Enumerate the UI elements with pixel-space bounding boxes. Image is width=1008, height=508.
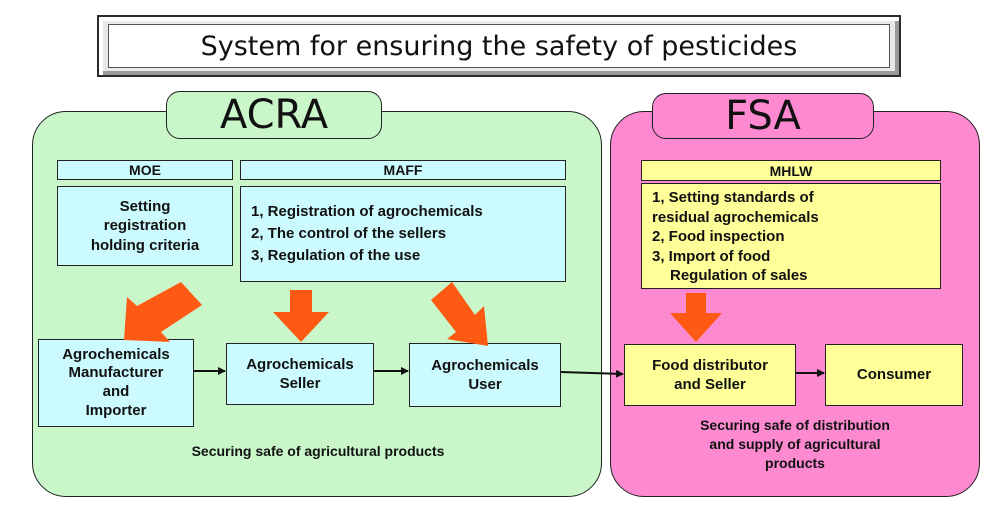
- user-line: User: [468, 376, 502, 393]
- fsa-caption-line: products: [765, 454, 825, 471]
- fsa-caption-line: Securing safe of distribution: [700, 417, 890, 433]
- mhlw-line: residual agrochemicals: [652, 208, 819, 226]
- manufacturer-line: Manufacturer: [68, 364, 164, 382]
- mhlw-line: 3, Import of food: [652, 247, 771, 265]
- manufacturer-line: Agrochemicals: [62, 345, 170, 363]
- mhlw-box: 1, Setting standards of residual agroche…: [641, 183, 941, 289]
- manufacturer-box: Agrochemicals Manufacturer and Importer: [38, 339, 194, 427]
- distributor-line: and Seller: [674, 376, 746, 393]
- mhlw-line: 2, Food inspection: [652, 228, 785, 245]
- manufacturer-line: Importer: [85, 401, 147, 419]
- moe-box: Setting registration holding criteria: [57, 186, 233, 266]
- distributor-box: Food distributor and Seller: [624, 344, 796, 406]
- mhlw-line: Regulation of sales: [670, 267, 808, 284]
- consumer-box: Consumer: [825, 344, 963, 406]
- acra-label: ACRA: [166, 91, 382, 139]
- acra-caption: Securing safe of agricultural products: [191, 443, 445, 459]
- maff-down-arrow-center: [273, 290, 329, 342]
- moe-header: MOE: [57, 160, 233, 180]
- arrow-user-to-distributor: [560, 369, 624, 378]
- moe-line: holding criteria: [90, 236, 200, 254]
- mhlw-down-arrow: [670, 293, 722, 342]
- seller-line: Agrochemicals: [246, 355, 354, 373]
- seller-box: Agrochemicals Seller: [226, 343, 374, 405]
- fsa-caption: Securing safe of distribution and supply…: [612, 416, 978, 473]
- manufacturer-line: and: [102, 383, 130, 400]
- user-line: Agrochemicals: [431, 356, 539, 374]
- mhlw-line: 1, Setting standards of: [652, 189, 814, 206]
- fsa-caption-line: and supply of agricultural: [709, 435, 881, 452]
- moe-line: registration: [103, 217, 187, 235]
- maff-item: 3, Regulation of the use: [251, 246, 421, 264]
- maff-item: 1, Registration of agrochemicals: [251, 203, 483, 220]
- user-box: Agrochemicals User: [409, 343, 561, 407]
- seller-line: Seller: [279, 375, 321, 392]
- fsa-label: FSA: [652, 93, 874, 139]
- moe-down-arrow: [124, 282, 202, 342]
- page-title: System for ensuring the safety of pestic…: [108, 24, 890, 68]
- moe-line: Setting: [119, 197, 171, 215]
- distributor-line: Food distributor: [652, 356, 768, 374]
- maff-header: MAFF: [240, 160, 566, 180]
- mhlw-header: MHLW: [641, 160, 941, 181]
- maff-down-arrow-right: [431, 282, 488, 346]
- maff-item: 2, The control of the sellers: [251, 224, 447, 242]
- maff-box: 1, Registration of agrochemicals 2, The …: [240, 186, 566, 282]
